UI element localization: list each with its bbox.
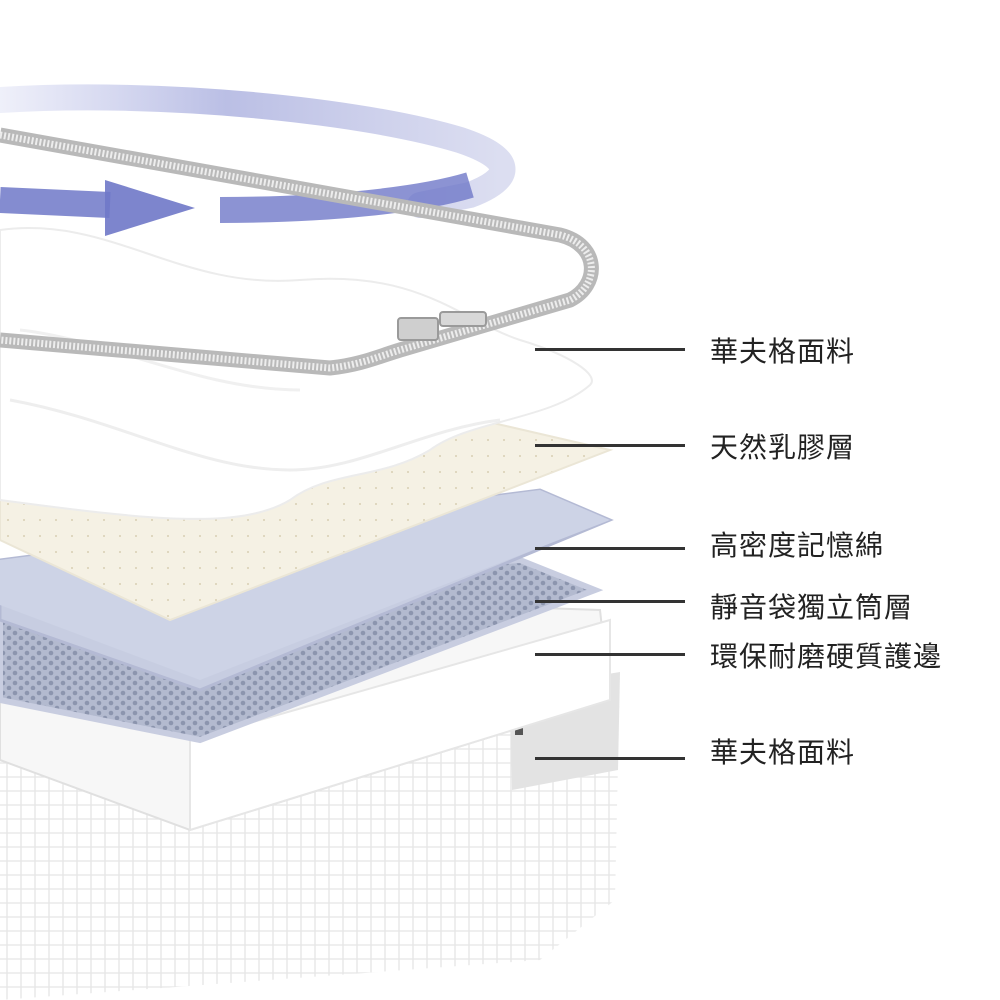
layer-label-pocket-springs: 靜音袋獨立筒層 (710, 591, 914, 624)
leader-line (535, 653, 685, 656)
layer-label-bottom-fabric: 華夫格面料 (710, 736, 856, 769)
layer-label-top-fabric: 華夫格面料 (710, 335, 856, 368)
leader-line (535, 348, 685, 351)
wavy-fabric (0, 227, 593, 520)
layer-label-memory-foam: 高密度記憶綿 (710, 529, 885, 562)
leader-line (535, 444, 685, 447)
layer-label-latex: 天然乳膠層 (710, 431, 856, 464)
zipper (0, 127, 599, 376)
leader-line (535, 547, 685, 550)
layer-label-edge-support: 環保耐磨硬質護邊 (710, 640, 943, 673)
leader-line (535, 600, 685, 603)
leader-line (535, 757, 685, 760)
